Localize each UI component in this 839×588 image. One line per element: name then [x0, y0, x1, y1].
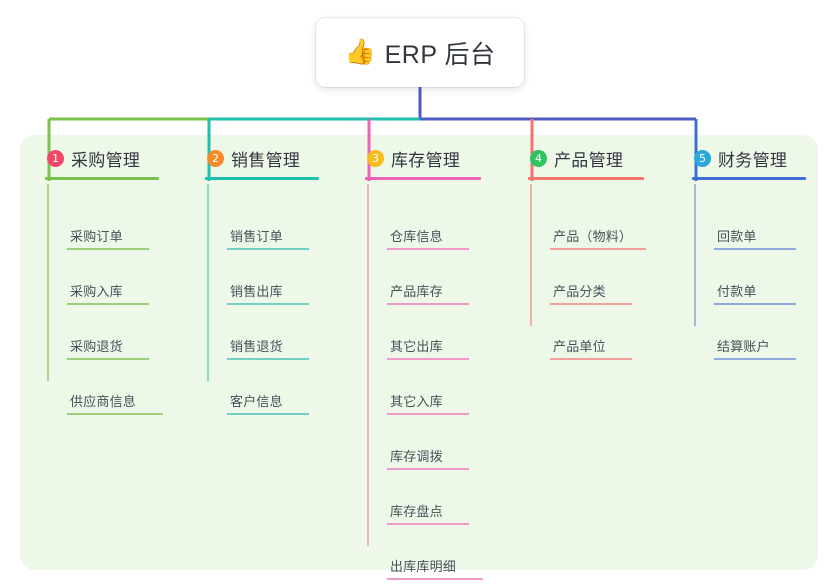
branch-underline — [365, 177, 481, 180]
branch-item[interactable]: 销售出库 — [227, 271, 309, 305]
branch-item-label: 销售订单 — [230, 229, 283, 244]
branch-item-underline — [67, 413, 163, 415]
branch-item-underline — [550, 358, 632, 360]
branch-item-label: 采购退货 — [70, 339, 123, 354]
branch-underline — [45, 177, 159, 180]
branch-title: 库存管理 — [391, 150, 461, 170]
branch-item[interactable]: 回款单 — [714, 216, 796, 250]
branch-item-label: 供应商信息 — [70, 394, 137, 409]
branch-item-label: 出库库明细 — [390, 559, 457, 574]
branch-item-underline — [387, 523, 469, 525]
branch-item-underline — [387, 578, 483, 580]
branch-item-underline — [227, 413, 309, 415]
root-title: ERP 后台 — [384, 40, 496, 69]
branch-item-label: 采购订单 — [70, 229, 123, 244]
branch-title: 销售管理 — [231, 150, 301, 170]
branch-item[interactable]: 付款单 — [714, 271, 796, 305]
branch-number-badge: 2 — [207, 149, 224, 167]
branch-item-underline — [714, 248, 796, 250]
branch-underline — [692, 177, 806, 180]
branch-item[interactable]: 其它入库 — [387, 381, 469, 415]
branch-item-label: 产品分类 — [553, 284, 606, 299]
branch-item-underline — [550, 303, 632, 305]
branch-item-label: 其它出库 — [390, 339, 443, 354]
branch-item-underline — [227, 248, 309, 250]
branch-item-underline — [387, 413, 469, 415]
branch-number-badge: 3 — [367, 149, 384, 167]
branch-header-3[interactable]: 3 库存管理 — [365, 146, 481, 170]
branch-header-4[interactable]: 4 产品管理 — [528, 146, 644, 170]
branch-item[interactable]: 产品分类 — [550, 271, 632, 305]
branch-item-label: 客户信息 — [230, 394, 283, 409]
branch-item-underline — [714, 303, 796, 305]
branch-item-underline — [387, 468, 469, 470]
branch-item[interactable]: 客户信息 — [227, 381, 309, 415]
branch-column-4: 4 产品管理产品（物料） 产品分类产品单位 — [528, 146, 646, 360]
branch-item-label: 付款单 — [717, 284, 757, 299]
branch-item-underline — [387, 248, 469, 250]
branch-item[interactable]: 其它出库 — [387, 326, 469, 360]
branch-item-label: 产品（物料） — [553, 229, 633, 244]
branch-number-badge: 5 — [694, 149, 711, 167]
branch-item-label: 销售出库 — [230, 284, 283, 299]
branch-item-label: 产品单位 — [553, 339, 606, 354]
branch-item[interactable]: 产品（物料） — [550, 216, 646, 250]
branch-item[interactable]: 出库库明细 — [387, 546, 483, 580]
branch-column-5: 5 财务管理回款单付款单结算账户 — [692, 146, 806, 360]
branch-item-label: 回款单 — [717, 229, 757, 244]
branch-item[interactable]: 库存盘点 — [387, 491, 469, 525]
branch-underline — [205, 177, 319, 180]
branch-item-underline — [227, 303, 309, 305]
branch-item-underline — [387, 358, 469, 360]
branch-title: 产品管理 — [554, 150, 624, 170]
branch-title: 财务管理 — [718, 150, 788, 170]
branch-number-badge: 4 — [530, 149, 547, 167]
branch-item-underline — [550, 248, 646, 250]
branch-header-1[interactable]: 1 采购管理 — [45, 146, 159, 170]
branch-item[interactable]: 库存调拨 — [387, 436, 469, 470]
branch-item-underline — [67, 303, 149, 305]
branch-number-badge: 1 — [47, 149, 64, 167]
branch-item-label: 其它入库 — [390, 394, 443, 409]
branch-item[interactable]: 产品单位 — [550, 326, 632, 360]
branch-item[interactable]: 采购入库 — [67, 271, 149, 305]
branch-item[interactable]: 仓库信息 — [387, 216, 469, 250]
branch-item[interactable]: 采购退货 — [67, 326, 149, 360]
branch-item-label: 销售退货 — [230, 339, 283, 354]
thumbs-up-icon: 👍 — [344, 38, 376, 66]
branch-item-underline — [227, 358, 309, 360]
branch-item-underline — [714, 358, 796, 360]
branch-item-label: 采购入库 — [70, 284, 123, 299]
branch-column-1: 1 采购管理采购订单采购入库采购退货供应商信息 — [45, 146, 163, 415]
branch-header-2[interactable]: 2 销售管理 — [205, 146, 319, 170]
branch-column-3: 3 库存管理仓库信息产品库存其它出库其它入库库存调拨库存盘点出库库明细 — [365, 146, 483, 580]
branch-item-underline — [67, 358, 149, 360]
branch-item[interactable]: 结算账户 — [714, 326, 796, 360]
root-node[interactable]: 👍 ERP 后台 — [316, 18, 524, 87]
branch-item[interactable]: 销售订单 — [227, 216, 309, 250]
branch-item[interactable]: 采购订单 — [67, 216, 149, 250]
branch-title: 采购管理 — [71, 150, 141, 170]
branch-item-label: 结算账户 — [717, 339, 770, 354]
branch-item-label: 产品库存 — [390, 284, 443, 299]
branch-item[interactable]: 产品库存 — [387, 271, 469, 305]
branch-item[interactable]: 供应商信息 — [67, 381, 163, 415]
branch-item-label: 库存调拨 — [390, 449, 443, 464]
branch-underline — [528, 177, 644, 180]
branch-item[interactable]: 销售退货 — [227, 326, 309, 360]
branch-header-5[interactable]: 5 财务管理 — [692, 146, 806, 170]
branch-item-label: 库存盘点 — [390, 504, 443, 519]
branch-item-underline — [67, 248, 149, 250]
branches-panel — [20, 135, 818, 570]
branch-column-2: 2 销售管理销售订单销售出库销售退货客户信息 — [205, 146, 319, 415]
branch-item-label: 仓库信息 — [390, 229, 443, 244]
branch-item-underline — [387, 303, 469, 305]
